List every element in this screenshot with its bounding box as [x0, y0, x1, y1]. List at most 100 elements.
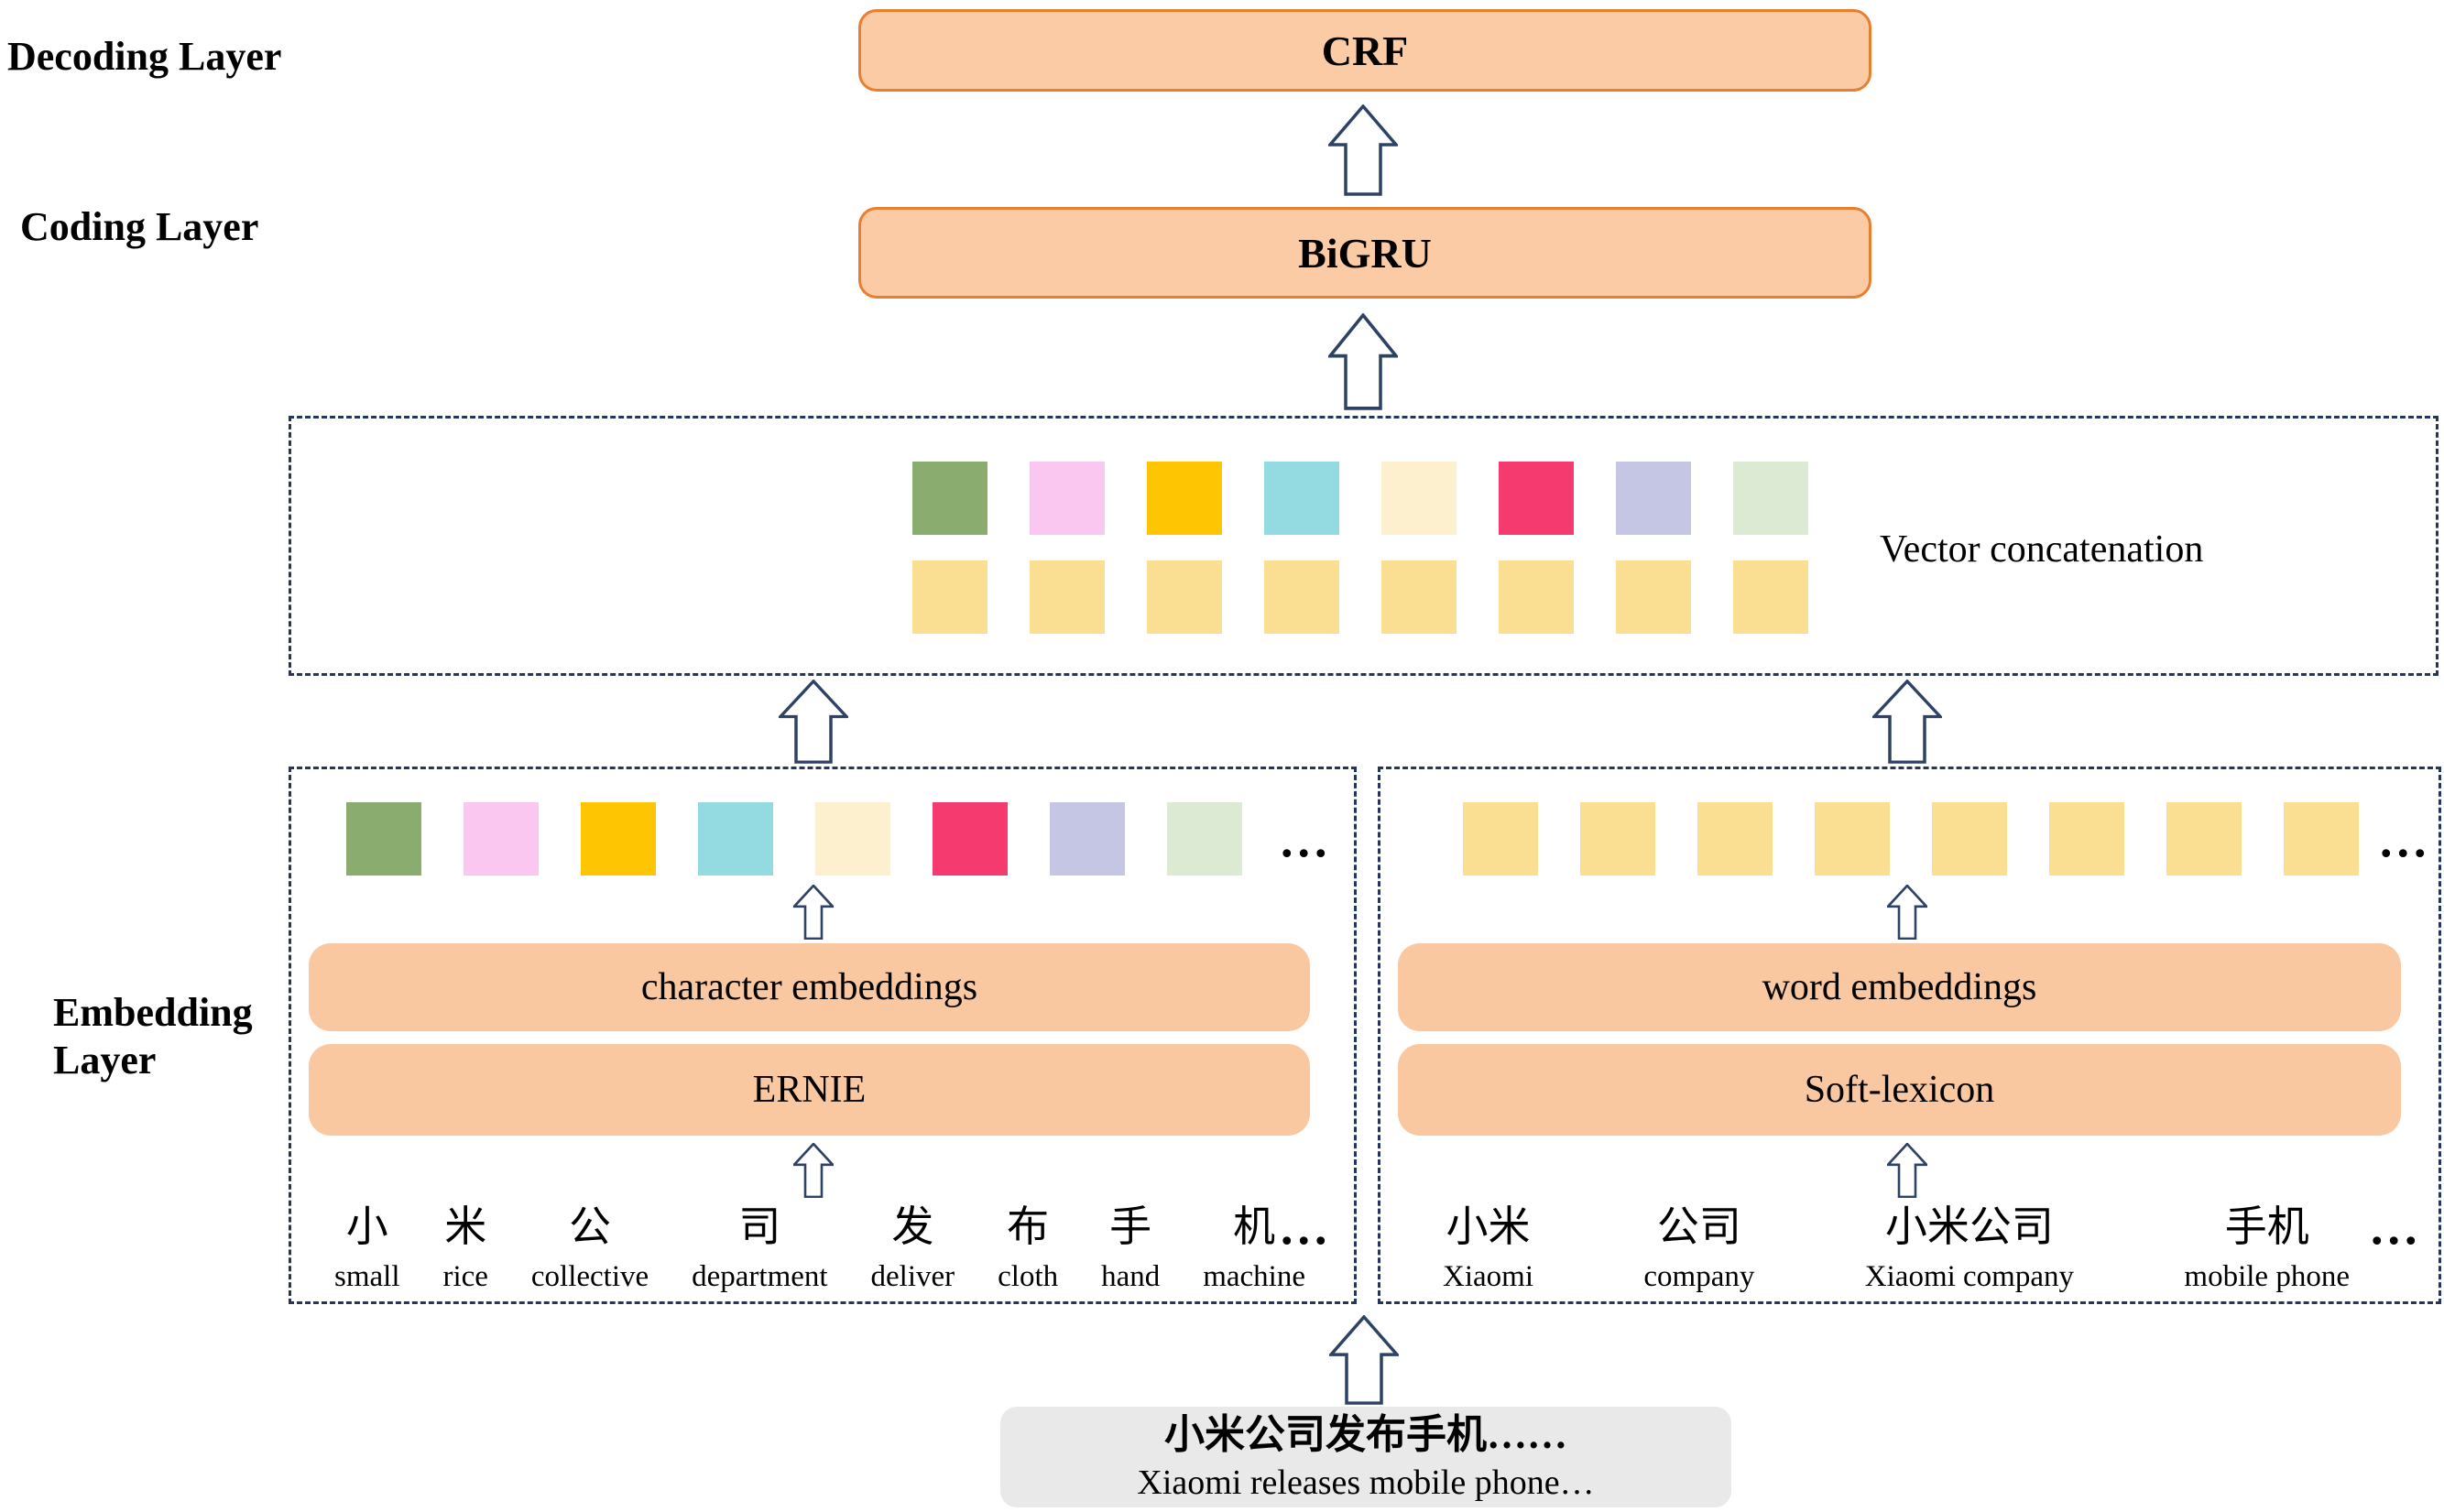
- vector-square: [581, 802, 656, 876]
- token: 发 deliver: [871, 1202, 955, 1295]
- arrow-input-to-embedding: [1329, 1315, 1399, 1405]
- up-arrow-icon: [1328, 104, 1398, 196]
- input-sentence-box: 小米公司发布手机…… Xiaomi releases mobile phone…: [1000, 1407, 1731, 1507]
- ernie-label: ERNIE: [752, 1069, 867, 1111]
- token-zh: 小米: [1446, 1203, 1531, 1250]
- token-gloss: mobile phone: [2184, 1260, 2350, 1293]
- vector-square: [1733, 462, 1808, 535]
- token-gloss: Xiaomi company: [1864, 1260, 2074, 1293]
- token-gloss: hand: [1101, 1260, 1161, 1293]
- vector-square: [1030, 462, 1105, 535]
- arrow-right-embedding-to-concat: [1872, 680, 1942, 764]
- input-sentence-en: Xiaomi releases mobile phone…: [1137, 1463, 1595, 1502]
- token: 机 machine: [1203, 1202, 1305, 1295]
- crf-box: CRF: [858, 9, 1871, 92]
- word-embedding-panel: [1378, 767, 2441, 1304]
- vector-square: [1167, 802, 1242, 876]
- character-embeddings-label: character embeddings: [640, 966, 978, 1008]
- vector-square: [1264, 462, 1339, 535]
- token: 布 cloth: [998, 1202, 1058, 1295]
- vector-square: [1616, 560, 1691, 634]
- token-zh: 公: [569, 1203, 612, 1250]
- token: 米 rice: [442, 1202, 487, 1295]
- vector-square: [1932, 802, 2007, 876]
- token-zh: 公司: [1656, 1203, 1741, 1250]
- token: 手 hand: [1101, 1202, 1160, 1295]
- token-gloss: machine: [1203, 1260, 1305, 1293]
- token-gloss: department: [692, 1260, 828, 1293]
- token-zh: 手: [1109, 1203, 1152, 1250]
- token-gloss: cloth: [998, 1260, 1059, 1293]
- vector-concatenation-box: [289, 416, 2439, 676]
- char-vector-ellipsis: ...: [1281, 812, 1332, 867]
- token: 公司 company: [1643, 1202, 1754, 1295]
- token: 司 department: [692, 1202, 827, 1295]
- soft-lexicon-box: Soft-lexicon: [1398, 1044, 2401, 1136]
- token-zh: 发: [891, 1203, 934, 1250]
- token: 手机 mobile phone: [2184, 1202, 2350, 1295]
- embedding-layer-label-line2: Layer: [53, 1037, 157, 1082]
- token-gloss: deliver: [870, 1260, 955, 1293]
- vector-square: [1733, 560, 1808, 634]
- arrow-char-embeddings-to-vectors: [793, 885, 834, 940]
- up-arrow-icon: [1328, 313, 1398, 410]
- token-zh: 布: [1007, 1203, 1050, 1250]
- token-zh: 米: [444, 1203, 487, 1250]
- vector-square: [346, 802, 421, 876]
- word-embeddings-label: word embeddings: [1762, 966, 2037, 1008]
- vector-square: [1264, 560, 1339, 634]
- token-zh: 机: [1233, 1203, 1276, 1250]
- ernie-box: ERNIE: [309, 1044, 1310, 1136]
- vector-square: [1030, 560, 1105, 634]
- vector-square: [1381, 462, 1457, 535]
- up-arrow-icon: [793, 885, 834, 940]
- coding-layer-label: Coding Layer: [20, 204, 259, 249]
- vector-square: [1381, 560, 1457, 634]
- vector-square: [1147, 462, 1222, 535]
- arrow-bigru-to-crf: [1328, 104, 1398, 196]
- vector-square: [2284, 802, 2359, 876]
- up-arrow-icon: [1887, 1143, 1927, 1198]
- decoding-layer-label: Decoding Layer: [7, 34, 282, 79]
- token-zh: 司: [738, 1203, 781, 1250]
- char-token-ellipsis: ...: [1281, 1200, 1332, 1255]
- token: 公 collective: [531, 1202, 649, 1295]
- concat-char-vector-row: [912, 462, 1808, 535]
- token-zh: 小米公司: [1884, 1203, 2054, 1250]
- word-vector-ellipsis: ...: [2380, 812, 2431, 867]
- input-sentence-zh: 小米公司发布手机……: [1164, 1412, 1567, 1457]
- character-embedding-panel: [289, 767, 1357, 1304]
- char-vector-row: [346, 802, 1242, 876]
- up-arrow-icon: [779, 680, 848, 764]
- token-gloss: collective: [530, 1260, 649, 1293]
- vector-square: [912, 560, 987, 634]
- arrow-concat-to-bigru: [1328, 313, 1398, 410]
- token-zh: 手机: [2224, 1203, 2309, 1250]
- token-gloss: Xiaomi: [1443, 1260, 1533, 1293]
- embedding-layer-label: Embedding Layer: [53, 989, 253, 1084]
- token-gloss: company: [1643, 1260, 1755, 1293]
- up-arrow-icon: [1329, 1315, 1399, 1405]
- word-token-ellipsis: ...: [2371, 1200, 2422, 1255]
- arrow-word-embeddings-to-vectors: [1887, 885, 1927, 940]
- vector-square: [2049, 802, 2124, 876]
- vector-square: [1050, 802, 1125, 876]
- word-vector-row: [1463, 802, 2359, 876]
- word-embeddings-box: word embeddings: [1398, 943, 2401, 1031]
- vector-square: [815, 802, 890, 876]
- vector-square: [1580, 802, 1655, 876]
- up-arrow-icon: [1887, 885, 1927, 940]
- token-gloss: rice: [442, 1260, 488, 1293]
- vector-square: [1815, 802, 1890, 876]
- word-token-row: 小米 Xiaomi 公司 company 小米公司 Xiaomi company 手机 mob…: [1443, 1202, 2350, 1295]
- token-zh: 小: [345, 1203, 388, 1250]
- embedding-layer-label-line1: Embedding: [53, 990, 253, 1035]
- arrow-words-to-soft-lexicon: [1887, 1143, 1927, 1198]
- up-arrow-icon: [793, 1143, 834, 1198]
- vector-square: [933, 802, 1008, 876]
- bigru-box: BiGRU: [858, 207, 1871, 299]
- vector-square: [2166, 802, 2242, 876]
